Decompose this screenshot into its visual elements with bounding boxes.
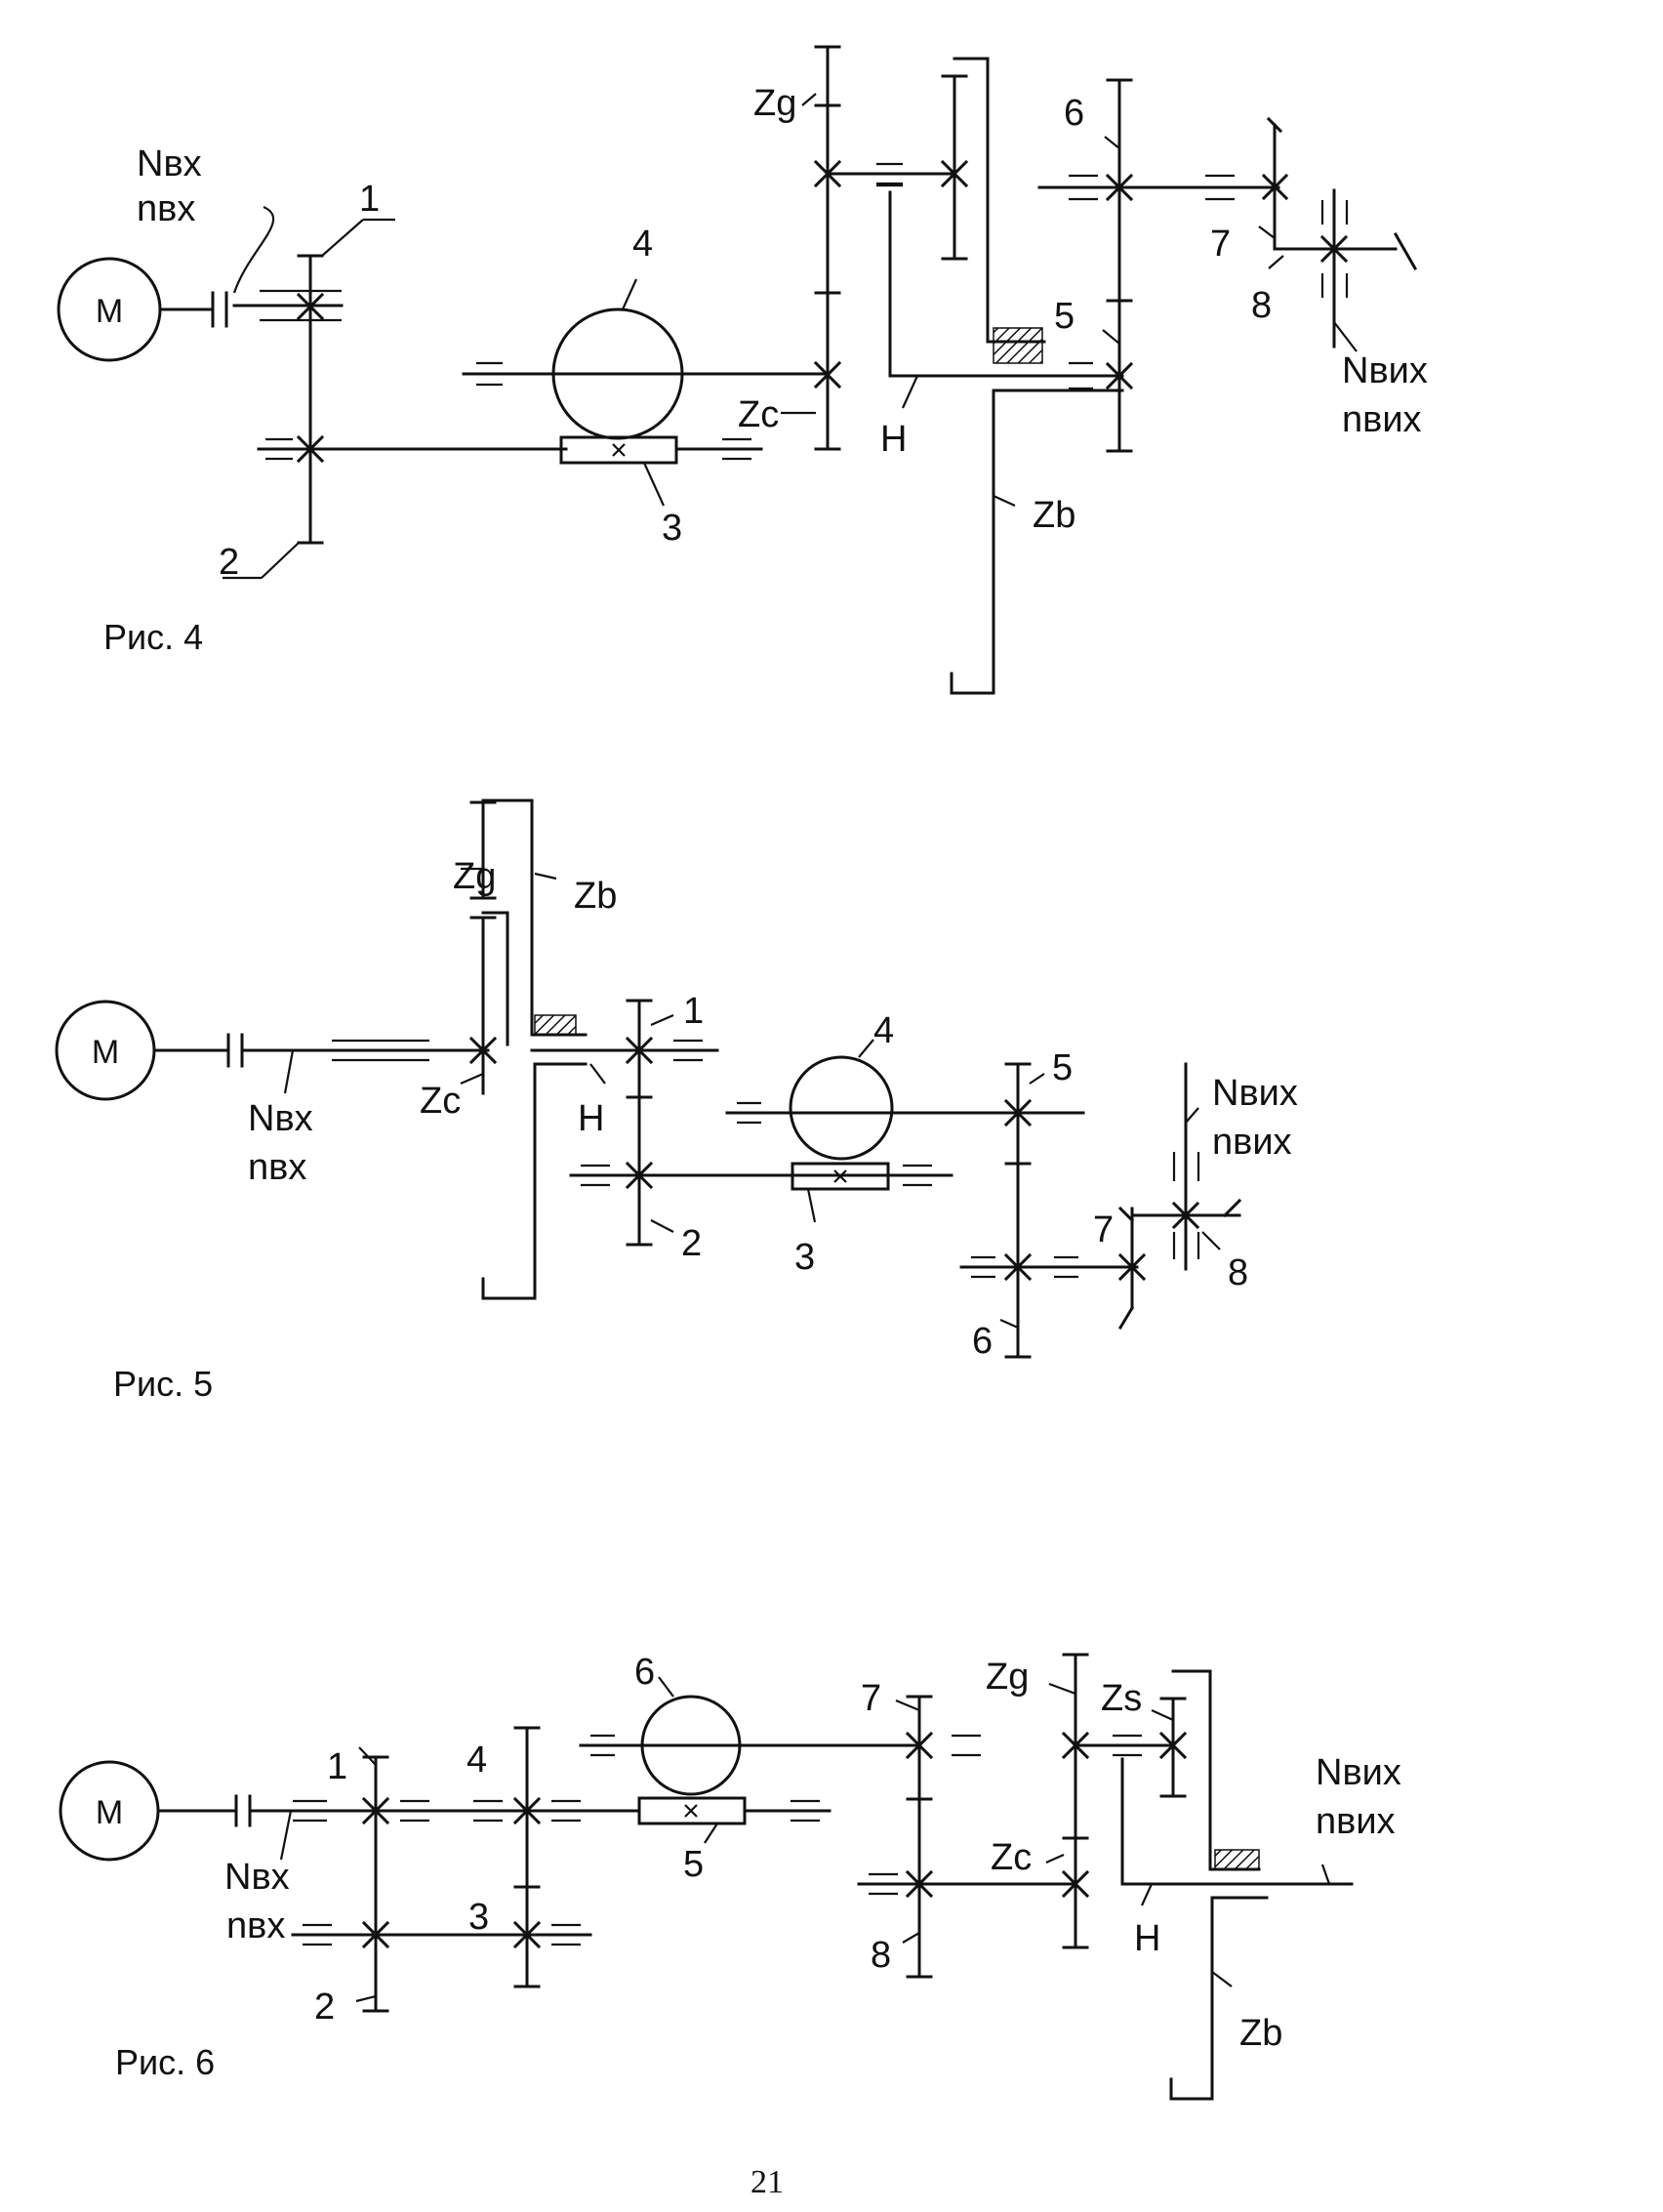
fig6-zg-label: Zg xyxy=(986,1657,1029,1698)
motor-label: M xyxy=(96,293,123,330)
fig5-output-power-label: Nвих xyxy=(1212,1073,1298,1114)
fig5-gear-6-label: 6 xyxy=(972,1321,993,1362)
input-shaft xyxy=(158,205,344,328)
gear-zg-zc xyxy=(1045,1653,1175,1949)
fig5-zb-label: Zb xyxy=(574,876,617,917)
fig6-gear-1-label: 1 xyxy=(327,1746,347,1787)
fig4-carrier-h-label: H xyxy=(880,419,907,460)
fig6-zs-label: Zs xyxy=(1101,1678,1142,1719)
worm-shaft xyxy=(257,435,763,507)
fig4-output-power-label: Nвих xyxy=(1342,350,1428,391)
fig5-output-speed-label: nвих xyxy=(1212,1122,1292,1163)
fig6-carrier-h-label: H xyxy=(1134,1918,1160,1959)
carrier-h-and-ring-zb xyxy=(1120,1669,1354,2101)
figure-6-caption: Рис. 6 xyxy=(115,2042,215,2082)
fig4-gear-1-label: 1 xyxy=(359,179,380,220)
fig6-input-speed-label: nвх xyxy=(226,1905,285,1946)
fig4-gear-2-label: 2 xyxy=(219,542,239,583)
fig5-gear-5-label: 5 xyxy=(1052,1047,1073,1088)
gear-pair-5-6 xyxy=(1037,78,1280,453)
fig6-output-speed-label: nвих xyxy=(1316,1801,1396,1842)
fig5-gear-7-label: 7 xyxy=(1093,1209,1114,1250)
gear-pair-5-6 xyxy=(959,1062,1139,1359)
fig6-input-power-label: Nвх xyxy=(224,1857,290,1898)
figure-5-caption: Рис. 5 xyxy=(113,1364,213,1404)
carrier-h-and-ring-zb xyxy=(876,57,1124,695)
fig5-input-power-label: Nвх xyxy=(248,1098,313,1139)
input-shaft xyxy=(152,1033,490,1094)
figure-6-diagram: M xyxy=(59,1652,1401,2101)
fig6-gear-3-label: 3 xyxy=(468,1897,489,1938)
worm-5-wheel-6 xyxy=(579,1676,921,1844)
fig6-zc-label: Zc xyxy=(991,1837,1032,1878)
page-number: 21 xyxy=(750,2164,784,2200)
fig4-zc-label: Zc xyxy=(738,394,779,435)
fig6-gear-7-label: 7 xyxy=(861,1678,881,1719)
fig6-output-power-label: Nвих xyxy=(1316,1752,1401,1793)
fig5-input-speed-label: nвх xyxy=(248,1147,306,1188)
fig4-zg-label: Zg xyxy=(753,83,796,124)
motor-icon: M xyxy=(55,1000,156,1101)
fig4-gear-5-label: 5 xyxy=(1054,296,1075,337)
bevel-gear-7-8 xyxy=(1258,116,1418,352)
fig6-gear-4-label: 4 xyxy=(466,1740,487,1781)
fig4-gear-7-label: 7 xyxy=(1210,224,1231,265)
figure-4-caption: Рис. 4 xyxy=(103,617,203,657)
fig4-input-power-label: Nвх xyxy=(137,143,202,184)
fig6-gear-2-label: 2 xyxy=(314,1987,335,2028)
fig5-gear-3-label: 3 xyxy=(794,1237,815,1278)
fig5-carrier-h-label: H xyxy=(578,1098,604,1139)
gear-pair-1-2 xyxy=(291,1746,592,2013)
fig5-gear-1-label: 1 xyxy=(683,991,704,1032)
fig5-zg-label: Zg xyxy=(453,856,496,897)
figure-4-diagram: M xyxy=(57,45,1428,695)
fig5-gear-2-label: 2 xyxy=(681,1223,702,1264)
fig5-zc-label: Zc xyxy=(420,1081,461,1122)
worm-wheel-4 xyxy=(462,278,830,440)
bevel-gear-7-8 xyxy=(1117,1062,1242,1331)
figure-5-diagram: M xyxy=(55,799,1298,1404)
fig4-input-speed-label: nвх xyxy=(137,188,195,229)
gear-pair-7-8 xyxy=(857,1695,1077,1979)
fig4-gear-3-label: 3 xyxy=(662,508,682,549)
fig4-output-speed-label: nвих xyxy=(1342,399,1422,440)
fig6-gear-5-label: 5 xyxy=(683,1844,704,1885)
fig4-gear-4-label: 4 xyxy=(632,224,653,265)
worm-3-wheel-4 xyxy=(725,1039,1085,1223)
fig6-gear-6-label: 6 xyxy=(634,1652,655,1693)
satellite-zs xyxy=(1151,1697,1188,1798)
ring-zg-zc-zb xyxy=(460,799,675,1300)
fig4-zb-label: Zb xyxy=(1033,495,1075,536)
fig5-gear-4-label: 4 xyxy=(873,1010,894,1051)
gear-pair-1-2 xyxy=(223,218,395,580)
fig5-gear-8-label: 8 xyxy=(1228,1252,1248,1293)
input-shaft xyxy=(156,1794,431,1861)
fig6-zb-label: Zb xyxy=(1239,2013,1282,2054)
gear-zc-zg xyxy=(781,45,969,451)
fig4-gear-6-label: 6 xyxy=(1064,93,1084,134)
motor-label: M xyxy=(96,1794,123,1831)
motor-label: M xyxy=(92,1034,119,1071)
fig6-gear-8-label: 8 xyxy=(871,1935,891,1976)
fig4-gear-8-label: 8 xyxy=(1251,285,1272,326)
motor-icon: M xyxy=(57,257,162,362)
gear-pair-3-4 xyxy=(427,1726,641,1988)
motor-icon: M xyxy=(59,1760,160,1862)
